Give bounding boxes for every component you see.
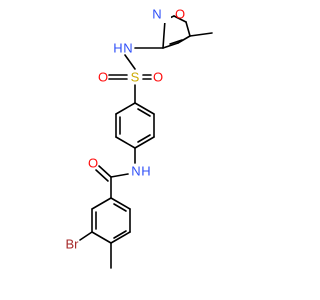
- atom-h-sulfonamide: H: [113, 41, 122, 56]
- bond: [173, 15, 187, 23]
- atom-sulfur: S: [131, 70, 140, 85]
- atom-o-sulfonyl-right: O: [153, 70, 163, 85]
- bond: [95, 169, 109, 182]
- bond: [189, 32, 213, 37]
- bond: [110, 173, 129, 178]
- bond: [177, 35, 191, 44]
- bond: [137, 108, 151, 117]
- bond-layer: [79, 15, 213, 269]
- atom-o-isoxazole: O: [175, 7, 185, 22]
- atom-label-layer: O N N H S O O O N H Br: [66, 7, 186, 252]
- atom-n-isoxazole: N: [152, 7, 161, 22]
- bond: [169, 39, 183, 45]
- atom-bromine: Br: [66, 237, 80, 252]
- bond: [115, 102, 136, 115]
- atom-o-amide: O: [88, 156, 98, 171]
- bond: [113, 230, 127, 239]
- bond: [162, 19, 166, 49]
- bond: [79, 231, 93, 241]
- bond: [110, 197, 131, 210]
- atom-h-amide: H: [141, 164, 150, 179]
- bond: [91, 231, 112, 244]
- bond: [115, 136, 136, 149]
- bond: [124, 54, 136, 70]
- bond: [113, 203, 127, 212]
- bond: [134, 102, 155, 115]
- bond: [98, 165, 112, 178]
- bond: [134, 136, 155, 149]
- bond: [137, 134, 151, 143]
- bond: [185, 21, 191, 37]
- bond: [91, 197, 112, 210]
- bond: [162, 42, 179, 49]
- atom-n-sulfonamide: N: [123, 41, 132, 56]
- atom-o-sulfonyl-left: O: [98, 70, 108, 85]
- atom-n-amide: N: [131, 164, 140, 179]
- bond: [110, 231, 131, 244]
- molecule-structure: O N N H S O O O N H Br: [66, 7, 213, 269]
